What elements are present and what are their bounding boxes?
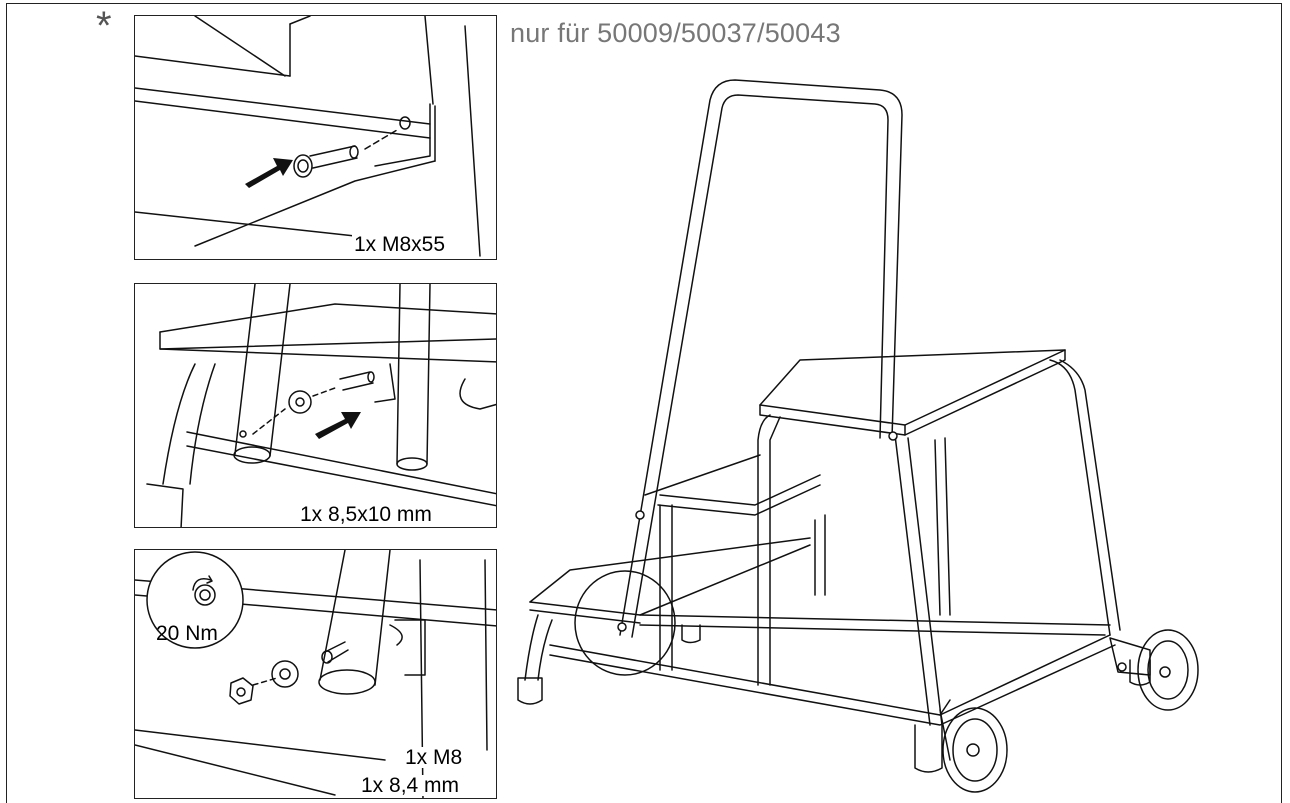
fixing-bolts bbox=[617, 431, 1127, 672]
bottom-step bbox=[529, 537, 811, 624]
torque-value-label: 20 Nm bbox=[156, 622, 218, 645]
middle-step bbox=[644, 454, 821, 516]
detail-2-drawing bbox=[146, 284, 496, 527]
asterisk-marker: * bbox=[96, 4, 112, 48]
figure-frame bbox=[6, 3, 1282, 803]
rubber-feet bbox=[517, 624, 1151, 773]
detail-nut-torque: 20 Nm 1x M8 1x 8,4 mm bbox=[134, 549, 497, 799]
detail-spacer: 1x 8,5x10 mm bbox=[134, 283, 497, 528]
rear-wheel bbox=[1109, 629, 1199, 711]
part-label-nut: 1x M8 bbox=[403, 746, 465, 769]
model-applicability-note: nur für 50009/50037/50043 bbox=[510, 18, 841, 48]
torque-rotation-icon bbox=[192, 575, 216, 606]
detail-1-drawing bbox=[135, 16, 481, 257]
insertion-arrow bbox=[315, 412, 361, 439]
insertion-arrow bbox=[245, 158, 293, 188]
frame-legs bbox=[524, 359, 1121, 726]
detail-bolt-insertion: 1x M8x55 bbox=[134, 15, 497, 260]
detail-callout-circle bbox=[574, 570, 676, 676]
detail-3-drawing bbox=[135, 550, 496, 798]
base-frame bbox=[549, 614, 1116, 726]
step-ladder-assembly-drawing bbox=[517, 79, 1199, 793]
part-label-spacer: 1x 8,5x10 mm bbox=[298, 503, 434, 526]
top-step bbox=[759, 349, 1066, 436]
handrail bbox=[619, 79, 903, 638]
part-label-washer: 1x 8,4 mm bbox=[359, 774, 462, 797]
torque-callout-circle bbox=[146, 551, 244, 649]
part-label-bolt: 1x M8x55 bbox=[352, 233, 448, 256]
front-wheel bbox=[939, 707, 1008, 793]
